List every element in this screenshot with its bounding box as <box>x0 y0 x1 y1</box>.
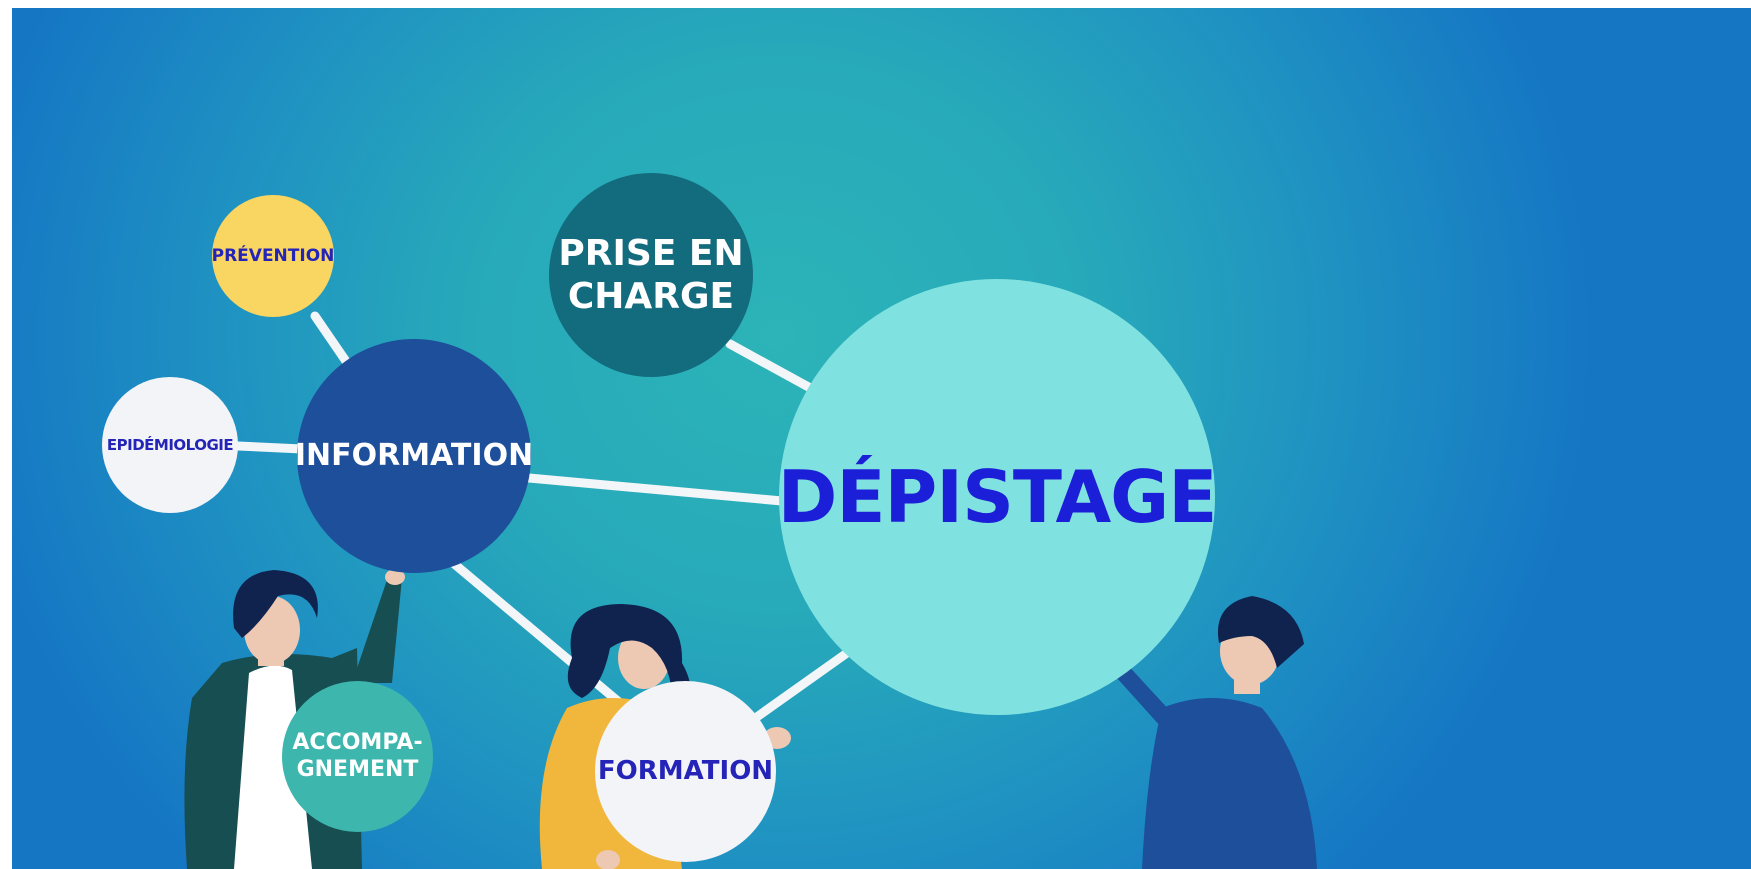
node-epidemiologie: EPIDÉMIOLOGIE <box>102 377 238 513</box>
link-prise-depistage <box>725 339 819 395</box>
diagram-scene: PRÉVENTION EPIDÉMIOLOGIE INFORMATION PRI… <box>12 8 1751 869</box>
person-right-illustration <box>1090 596 1317 869</box>
node-prevention: PRÉVENTION <box>212 195 334 317</box>
node-formation: FORMATION <box>595 681 776 862</box>
node-prise-en-charge: PRISE EN CHARGE <box>549 173 753 377</box>
link-epidemiologie-information <box>233 441 307 454</box>
link-information-formation <box>447 557 637 718</box>
node-accompagnement: ACCOMPA- GNEMENT <box>282 681 433 832</box>
link-information-depistage <box>524 473 787 506</box>
node-depistage: DÉPISTAGE <box>778 279 1217 715</box>
link-depistage-formation <box>749 643 859 724</box>
node-information: INFORMATION <box>295 339 533 573</box>
